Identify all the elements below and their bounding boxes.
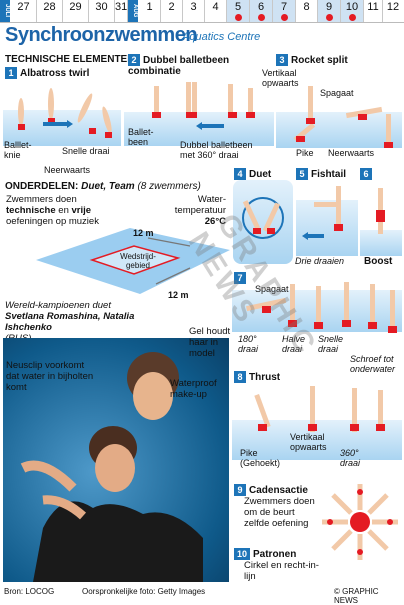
month-label: JULI bbox=[0, 0, 10, 22]
section-number: 1 bbox=[5, 67, 17, 79]
section-number: 10 bbox=[234, 548, 250, 560]
label: Vertikaal opwaarts bbox=[262, 68, 299, 88]
technical-heading: TECHNISCHE ELEMENTEN bbox=[5, 54, 135, 65]
event-dot-icon bbox=[257, 14, 265, 21]
event-dot-icon bbox=[348, 14, 356, 21]
photo-note: Neusclip voorkomt dat water in bijholten… bbox=[6, 360, 94, 393]
date-bar: JULI 27 28 29 30 31 AUG 1 2 3 4 5 6 7 8 … bbox=[0, 0, 404, 23]
ballet-leg-figures bbox=[152, 82, 255, 130]
day-cell: 30 bbox=[89, 0, 115, 22]
day-cell: 4 bbox=[205, 0, 227, 22]
rocket-split-figures bbox=[293, 86, 393, 148]
day-cell-event: 7 bbox=[273, 0, 296, 22]
label: 180° draai bbox=[238, 334, 259, 354]
section-number: 5 bbox=[296, 168, 308, 180]
photo-note: Waterproof make-up bbox=[170, 378, 217, 400]
copyright: © GRAPHIC NEWS bbox=[334, 587, 379, 605]
competition-pool-diagram bbox=[36, 228, 230, 294]
section-number: 9 bbox=[234, 484, 246, 496]
day-cell: 27 bbox=[11, 0, 37, 22]
day-cell: 11 bbox=[364, 0, 383, 22]
label: Neerwaarts bbox=[44, 165, 91, 175]
boost-water bbox=[360, 230, 402, 256]
fishtail-figures bbox=[302, 186, 343, 240]
section-number: 8 bbox=[234, 371, 246, 383]
events-heading: ONDERDELEN: Duet, Team (8 zwemmers) bbox=[5, 181, 201, 192]
photo-note: Gel houdt haar in model bbox=[189, 326, 231, 359]
events-description: Zwemmers doen technische en vrije oefeni… bbox=[6, 194, 99, 227]
venue-subtitle: Aquatics Centre bbox=[182, 31, 261, 43]
label: Neerwaarts bbox=[328, 148, 375, 158]
pool-dimension-label: 12 m bbox=[133, 228, 154, 238]
source-credit: Bron: LOCOG bbox=[4, 587, 55, 596]
label: Snelle draai bbox=[62, 146, 110, 156]
swimmers-photo-illustration bbox=[20, 352, 203, 582]
day-cell-event: 5 bbox=[227, 0, 250, 22]
boost-label: Boost bbox=[364, 256, 393, 267]
day-cell: 3 bbox=[183, 0, 205, 22]
section-number: 4 bbox=[234, 168, 246, 180]
label: Balllet-knie bbox=[4, 140, 32, 160]
day-cell: 8 bbox=[296, 0, 318, 22]
star-pattern-illustration bbox=[322, 484, 398, 560]
pool-dimension-label: 12 m bbox=[168, 290, 189, 300]
page-title: Synchroonzwemmen bbox=[5, 24, 198, 46]
cadence-description: Zwemmers doen om de beurt zelfde oefenin… bbox=[244, 496, 315, 529]
month-label: AUG bbox=[128, 0, 138, 22]
day-cell-event: 9 bbox=[318, 0, 341, 22]
label: Schroef tot onderwater bbox=[350, 354, 396, 374]
section-number: 3 bbox=[276, 54, 288, 66]
duet-photo bbox=[3, 338, 229, 582]
label: Vertikaal opwaarts bbox=[290, 432, 327, 452]
section-number: 6 bbox=[360, 168, 372, 180]
albatross-figures bbox=[18, 88, 112, 138]
label: Pike bbox=[296, 148, 314, 158]
section-6-title: 6 bbox=[360, 168, 375, 180]
label: Spagaat bbox=[320, 88, 354, 98]
label: Dubbel balletbeen met 360° draai bbox=[180, 140, 253, 160]
label: Drie draaien bbox=[295, 256, 345, 266]
event-dot-icon bbox=[234, 14, 242, 21]
event-dot-icon bbox=[280, 14, 288, 21]
label: Spagaat bbox=[255, 284, 289, 294]
section-7-title: 7 bbox=[234, 272, 249, 284]
label: Ballet-been bbox=[128, 127, 154, 147]
competition-area-label: Wedstrijd-gebied bbox=[120, 252, 156, 270]
duet-figures bbox=[242, 197, 284, 239]
day-cell-event: 6 bbox=[250, 0, 273, 22]
day-cell: 1 bbox=[139, 0, 161, 22]
label: 360° draai bbox=[340, 448, 361, 468]
boost-figure bbox=[376, 188, 385, 234]
patterns-description: Cirkel en recht-in-lijn bbox=[244, 560, 319, 582]
day-cell: 2 bbox=[161, 0, 183, 22]
label: Pike (Gehoekt) bbox=[240, 448, 281, 468]
fishtail-water bbox=[296, 200, 358, 256]
section-number: 2 bbox=[128, 54, 140, 66]
thrust-figures bbox=[254, 386, 385, 432]
day-cell: 12 bbox=[386, 1, 400, 13]
spin-figures bbox=[246, 282, 397, 333]
day-cell: 29 bbox=[63, 0, 89, 22]
event-dot-icon bbox=[325, 14, 333, 21]
label: Halve draai bbox=[282, 334, 306, 354]
day-cell: 31 bbox=[115, 0, 128, 22]
day-cell: 28 bbox=[37, 0, 63, 22]
water-temperature: Water-temperatuur 26°C bbox=[174, 194, 226, 227]
photo-credit: Oorspronkelijke foto: Getty Images bbox=[82, 587, 206, 596]
day-cell-event: 10 bbox=[341, 0, 364, 22]
section-number: 7 bbox=[234, 272, 246, 284]
label: Snelle draai bbox=[318, 334, 344, 354]
